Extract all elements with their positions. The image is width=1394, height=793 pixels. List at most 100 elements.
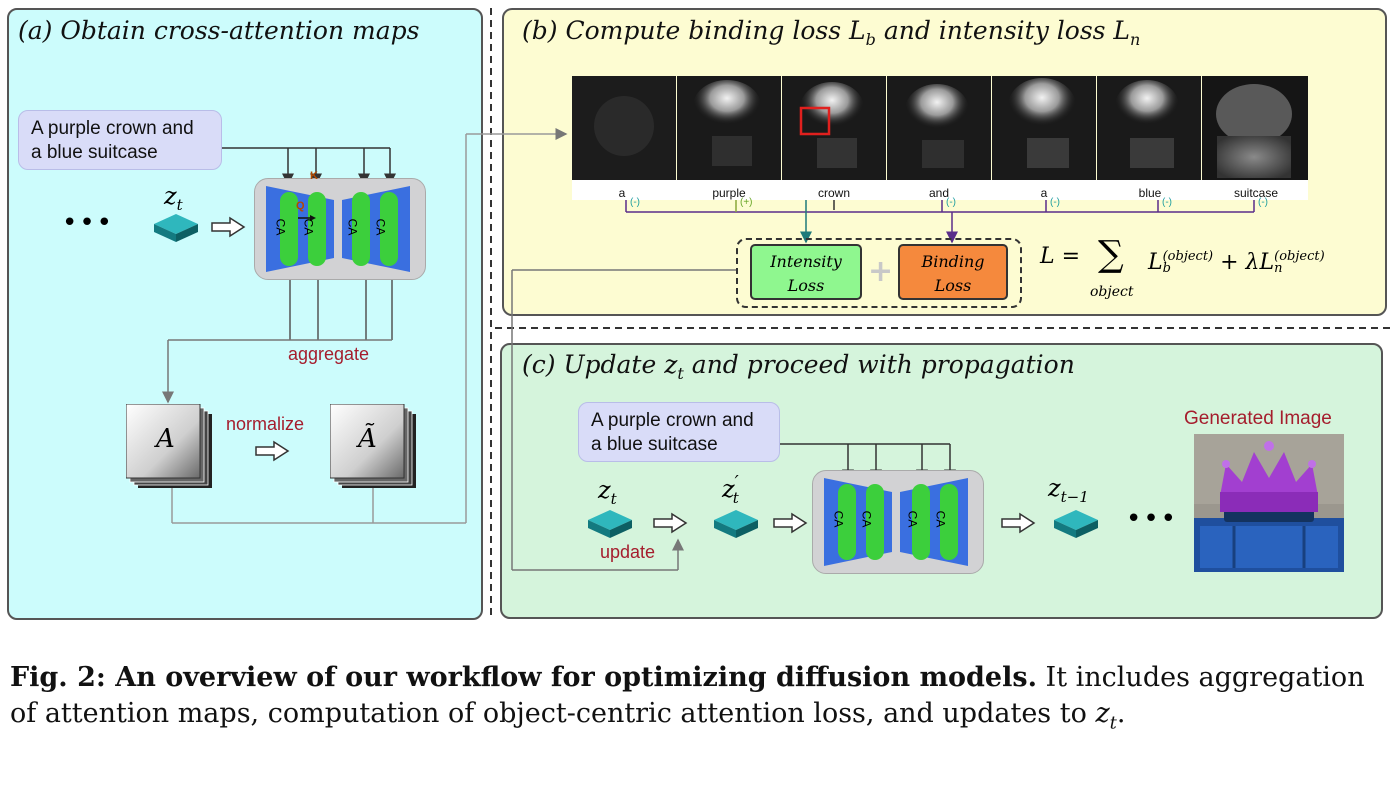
k-label: K: [310, 170, 318, 182]
connector-lines: [162, 128, 1255, 571]
prompt-box-c: A purple crown and a blue suitcase: [578, 402, 780, 462]
prompt-c-line-2: a blue suitcase: [591, 434, 718, 455]
panel-b-title-sub1: b: [865, 30, 876, 49]
plus-icon: +: [868, 254, 894, 289]
z-symbol-prime: z: [722, 475, 735, 503]
ca-label-c2: CA: [859, 510, 874, 528]
prompt-line-2: a blue suitcase: [31, 142, 158, 163]
token-a2: a: [1040, 186, 1048, 200]
prompt-c-line-1: A purple crown and: [591, 410, 754, 431]
caption-t: t: [1109, 712, 1117, 734]
formula-term1: L: [1148, 250, 1163, 275]
ca-label-a4: CA: [373, 218, 388, 236]
aggregate-label: aggregate: [288, 344, 370, 364]
t-subscript-c: t: [610, 489, 617, 508]
caption-end: .: [1116, 698, 1126, 729]
token-crown: crown: [817, 186, 850, 200]
caption-bold: Fig. 2: An overview of our workflow for …: [10, 662, 1037, 693]
panel-b-title-part2: and intensity loss L: [875, 16, 1131, 45]
latent-zt-minus-label: zt−1: [1048, 474, 1089, 506]
formula-sup1: (object): [1162, 249, 1214, 264]
latent-zt-prime-label: z′t: [722, 472, 739, 507]
binding-loss-box: Binding Loss: [898, 244, 1008, 300]
arrow-icon-c3: [1001, 512, 1036, 534]
token-purple: purple: [712, 186, 746, 200]
latent-cube-icon-a: [154, 214, 198, 242]
prime-symbol: ′: [734, 472, 739, 493]
arrow-icon-a: [211, 216, 246, 238]
sign-a2: (-): [1050, 197, 1060, 208]
ca-label-a3: CA: [345, 218, 360, 236]
latent-zt-label-a: zt: [164, 182, 183, 214]
formula-sum-sub: object: [1090, 284, 1134, 300]
latent-cube-icon-c2: [714, 510, 758, 538]
attention-map-stack-A-tilde: [330, 404, 416, 488]
intensity-loss-box: Intensity Loss: [750, 244, 862, 300]
panel-b-title: (b) Compute binding loss Lb and intensit…: [522, 16, 1140, 49]
unet-shape-icon-a: [266, 186, 410, 272]
prompt-box-a: A purple crown and a blue suitcase: [18, 110, 222, 170]
sign-a: (-): [630, 197, 640, 208]
token-and: and: [928, 186, 950, 200]
formula-sup2: (object): [1274, 249, 1325, 264]
caption-z: z: [1095, 698, 1110, 729]
map-A-tilde-label: Ã: [358, 424, 377, 454]
panel-b-title-sub2: n: [1130, 30, 1141, 49]
ellipsis-a: •••: [62, 208, 115, 238]
formula-L: L =: [1040, 244, 1081, 269]
arrow-icon-normalize: [255, 440, 290, 462]
z-symbol: z: [164, 182, 177, 210]
map-A-label: A: [156, 424, 175, 454]
attention-maps-overlay: [572, 76, 1308, 180]
intensity-loss-line1: Intensity: [770, 252, 842, 271]
generated-image: [1194, 434, 1344, 572]
normalize-label: normalize: [226, 414, 305, 434]
dashed-separators: [490, 8, 1390, 620]
z-symbol-tminus: z: [1048, 474, 1061, 502]
formula-terms: L(object)b + λL(object)n: [1148, 250, 1325, 275]
loss-group-dashed: [736, 238, 1022, 308]
sign-purple: (+): [740, 197, 753, 208]
formula-subn: n: [1274, 261, 1283, 276]
panel-c-title-part1: (c) Update z: [522, 350, 678, 379]
formula-subb: b: [1162, 261, 1171, 276]
ellipsis-c: •••: [1126, 504, 1179, 534]
t-subscript-prime: t: [732, 488, 739, 507]
formula-plus: + λL: [1213, 250, 1275, 275]
intensity-loss-line2: Loss: [787, 276, 825, 295]
binding-loss-line1: Binding: [921, 252, 985, 271]
latent-cube-icon-c3: [1054, 510, 1098, 538]
token-suitcase: suitcase: [1233, 186, 1279, 200]
arrow-icon-c1: [653, 512, 688, 534]
figure-caption: Fig. 2: An overview of our workflow for …: [10, 660, 1390, 741]
panel-a-title: (a) Obtain cross-attention maps: [18, 16, 420, 45]
ca-label-c3: CA: [905, 510, 920, 528]
caption-rest: It includes aggregation of attention map…: [10, 662, 1365, 729]
panel-c-title-part2: and proceed with propagation: [683, 350, 1075, 379]
z-symbol-c: z: [598, 476, 611, 504]
panel-c-title-sub: t: [677, 364, 684, 383]
token-a: a: [618, 186, 626, 200]
sign-suitcase: (-): [1258, 197, 1268, 208]
prompt-line-1: A purple crown and: [31, 118, 194, 139]
arrow-icon-c2: [773, 512, 808, 534]
token-blue: blue: [1138, 186, 1162, 200]
ca-label-c4: CA: [933, 510, 948, 528]
panel-c-title: (c) Update zt and proceed with propagati…: [522, 350, 1075, 383]
sign-blue: (-): [1162, 197, 1172, 208]
loss-formula: L =: [1040, 244, 1080, 269]
update-label: update: [600, 542, 656, 562]
formula-sum-symbol: ∑: [1098, 234, 1124, 275]
panel-b-title-part1: (b) Compute binding loss L: [522, 16, 866, 45]
tminus-subscript: t−1: [1060, 487, 1089, 506]
unet-shape-icon-c: [824, 478, 968, 566]
q-label: Q: [296, 200, 305, 212]
token-row: [572, 180, 1308, 200]
ca-label-a2: CA: [301, 218, 316, 236]
attention-map-stack-A: [126, 404, 212, 488]
latent-cube-icon-c1: [588, 510, 632, 538]
t-subscript: t: [176, 195, 183, 214]
binding-loss-line2: Loss: [934, 276, 972, 295]
ca-label-a1: CA: [273, 218, 288, 236]
sign-and: (-): [946, 197, 956, 208]
